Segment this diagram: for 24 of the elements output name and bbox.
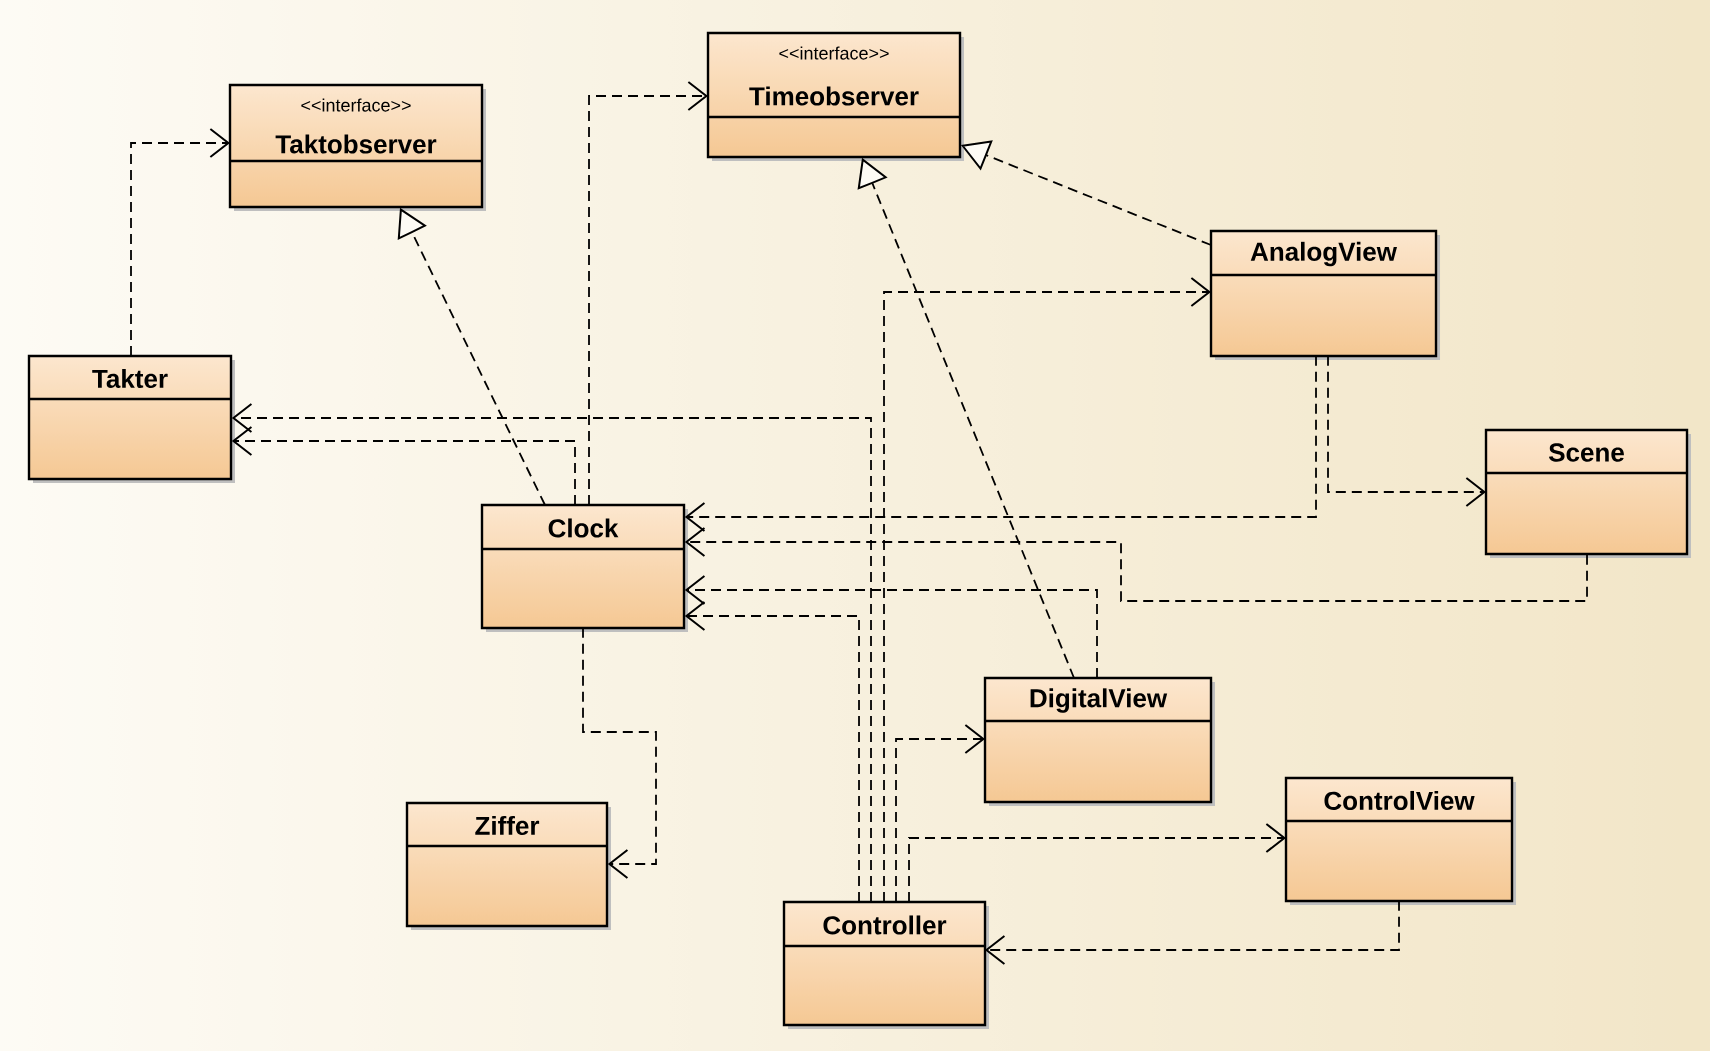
dependency-arrow [588, 81, 708, 506]
dependency-arrow [883, 277, 1211, 903]
dependency-arrow [684, 575, 1098, 679]
dependency-arrow [1327, 354, 1486, 507]
dependency-arrow [684, 354, 1317, 532]
class-box: ControlView [1284, 776, 1516, 905]
class-box: Clock [480, 503, 688, 632]
class-box: Takter [27, 354, 235, 483]
dependency-arrow [984, 899, 1400, 965]
dependency-arrow [231, 403, 872, 903]
dependency-arrow [231, 426, 576, 506]
class-box: Scene [1484, 428, 1691, 558]
dependency-arrow [684, 527, 1588, 602]
dependency-arrow [130, 128, 230, 357]
class-box: <<interface>> Timeobserver [706, 31, 964, 161]
class-box: <<interface>> Taktobserver [228, 83, 486, 211]
class-box: AnalogView [1209, 229, 1440, 360]
class-box: Controller [782, 900, 989, 1029]
dependency-arrow [582, 626, 657, 879]
dependency-arrow [684, 601, 860, 903]
dependency-arrow [895, 724, 985, 903]
class-box: Ziffer [405, 801, 611, 930]
dependency-arrow [908, 823, 1286, 903]
class-box: DigitalView [983, 676, 1215, 806]
